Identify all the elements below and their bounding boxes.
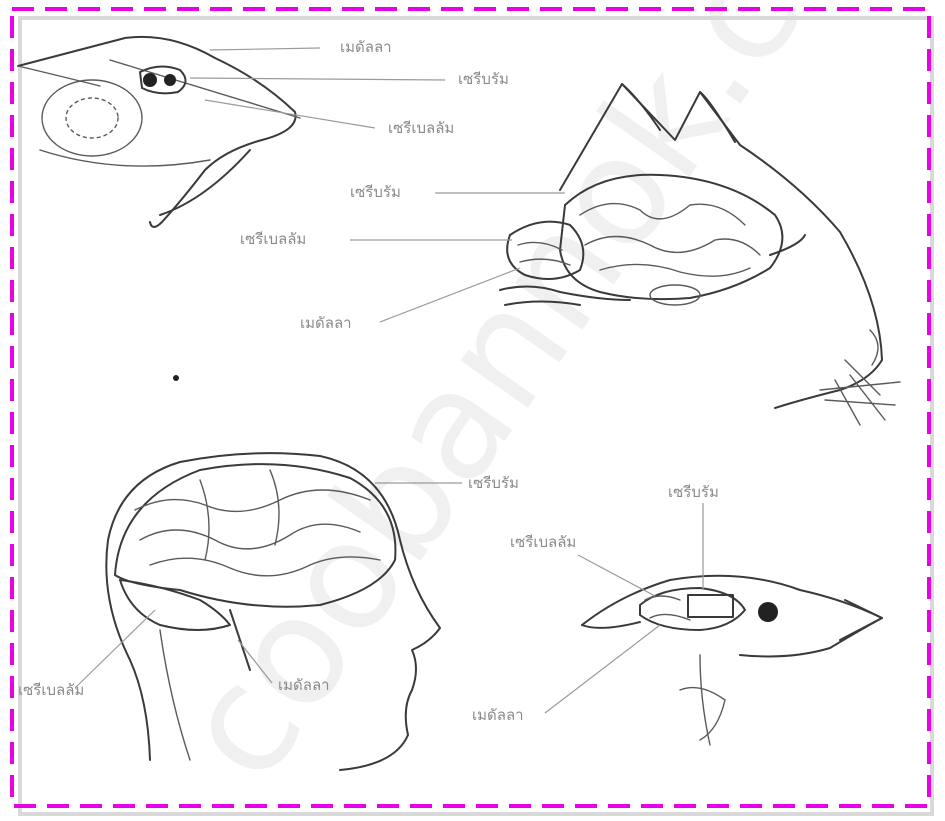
bird-head-illustration: [582, 576, 882, 745]
cat-cerebellum-label: เซรีเบลลัม: [240, 230, 306, 248]
fish-cerebrum-label: เซรีบรัม: [458, 70, 509, 88]
human-cerebrum-label: เซรีบรัม: [468, 474, 519, 492]
fish-head-illustration: [18, 37, 300, 227]
fish-cerebellum-label: เซรีเบลลัม: [388, 119, 454, 137]
cat-cerebrum-label: เซรีบรัม: [350, 183, 401, 201]
watermark: coobannok.co: [147, 0, 888, 811]
fish-leader-lines: [190, 48, 445, 128]
fish-medulla-label: เมดัลลา: [340, 38, 392, 56]
human-medulla-label: เมดัลลา: [278, 676, 330, 694]
bird-cerebellum-label: เซรีเบลลัม: [510, 533, 576, 551]
bird-cerebrum-label: เซรีบรัม: [668, 483, 719, 501]
human-cerebellum-label: เซรีเบลลัม: [18, 681, 84, 699]
bird-medulla-label: เมดัลลา: [472, 706, 524, 724]
ink-dot: [173, 375, 179, 381]
cat-medulla-label: เมดัลลา: [300, 314, 352, 332]
